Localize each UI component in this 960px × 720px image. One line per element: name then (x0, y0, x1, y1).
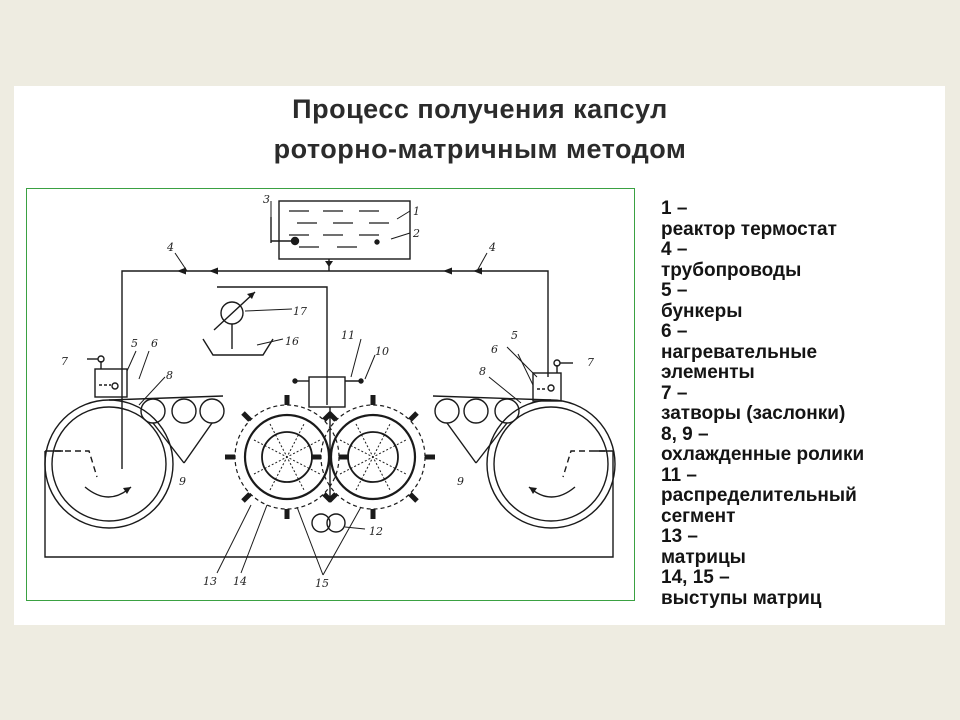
legend-line: реактор термостат (661, 218, 837, 240)
label-4-right: 4 (488, 241, 496, 254)
legend-line: 14, 15 – (661, 567, 730, 588)
label-11: 11 (341, 329, 355, 342)
right-cooling-drum (486, 399, 616, 529)
label-2: 2 (412, 227, 420, 240)
label-16: 16 (285, 335, 299, 348)
label-5-right: 5 (511, 329, 518, 342)
legend-line: 6 – (661, 321, 688, 342)
label-14: 14 (233, 575, 247, 588)
slide-title-line2: роторно-матричным методом (273, 134, 687, 164)
legend-line: 4 – (661, 239, 688, 260)
label-9-right: 9 (457, 475, 464, 488)
label-7-left: 7 (61, 355, 68, 368)
reactor-tank (278, 200, 411, 260)
parts-legend: 1 – реактор термостат 4 – трубопроводы 5… (661, 198, 941, 609)
right-matrix-rotor (311, 395, 435, 519)
right-rollers (434, 398, 520, 424)
legend-line: элементы (661, 362, 755, 383)
legend-line: сегмент (661, 505, 736, 527)
distribution-segment (308, 376, 346, 408)
left-hopper (94, 368, 128, 398)
reactor-liquid-dashes (289, 210, 389, 248)
legend-line: 5 – (661, 280, 688, 301)
capsule-machine-diagram: 1 2 3 4 4 5 6 7 8 9 5 6 7 8 9 10 11 12 1… (26, 188, 635, 601)
legend-line: нагревательные (661, 341, 818, 363)
legend-line: выступы матриц (661, 587, 822, 609)
machine-base (44, 451, 614, 558)
label-5-left: 5 (131, 337, 138, 350)
legend-line: матрицы (661, 546, 746, 568)
label-6-right: 6 (491, 343, 498, 356)
legend-line: 11 – (661, 464, 697, 486)
thermometer-bulb (290, 236, 300, 246)
legend-line: 8, 9 – (661, 423, 709, 445)
pipeline-to-segment (217, 286, 328, 385)
label-8-left: 8 (166, 369, 173, 382)
label-1: 1 (413, 205, 420, 218)
legend-line: трубопроводы (661, 259, 802, 281)
left-cooling-drum (44, 399, 174, 529)
legend-line: распределительный (661, 485, 857, 506)
label-12: 12 (369, 525, 383, 538)
capsule-output (311, 513, 346, 533)
label-7-right: 7 (587, 356, 594, 369)
diagram-svg: 1 2 3 4 4 5 6 7 8 9 5 6 7 8 9 10 11 12 1… (44, 193, 616, 590)
legend-line: затворы (заслонки) (661, 403, 846, 424)
label-15: 15 (315, 577, 329, 590)
label-9-left: 9 (179, 475, 186, 488)
right-hopper (532, 372, 562, 402)
label-10: 10 (375, 345, 389, 358)
label-6-left: 6 (151, 337, 158, 350)
label-8-right: 8 (479, 365, 486, 378)
slide-title-line1: Процесс получения капсул (292, 94, 668, 124)
label-4-left: 4 (166, 241, 174, 254)
legend-line: 1 – (661, 198, 688, 219)
label-3: 3 (263, 193, 270, 206)
label-13: 13 (203, 575, 217, 588)
legend-line: 13 – (661, 526, 698, 547)
legend-line: бункеры (661, 300, 743, 322)
collector-tray (202, 338, 274, 356)
left-rollers (140, 398, 225, 424)
legend-line: охлажденные ролики (661, 444, 865, 465)
left-matrix-rotor (225, 395, 349, 519)
legend-line: 7 – (661, 382, 688, 404)
label-17: 17 (293, 305, 307, 318)
pipeline-main (121, 270, 549, 469)
